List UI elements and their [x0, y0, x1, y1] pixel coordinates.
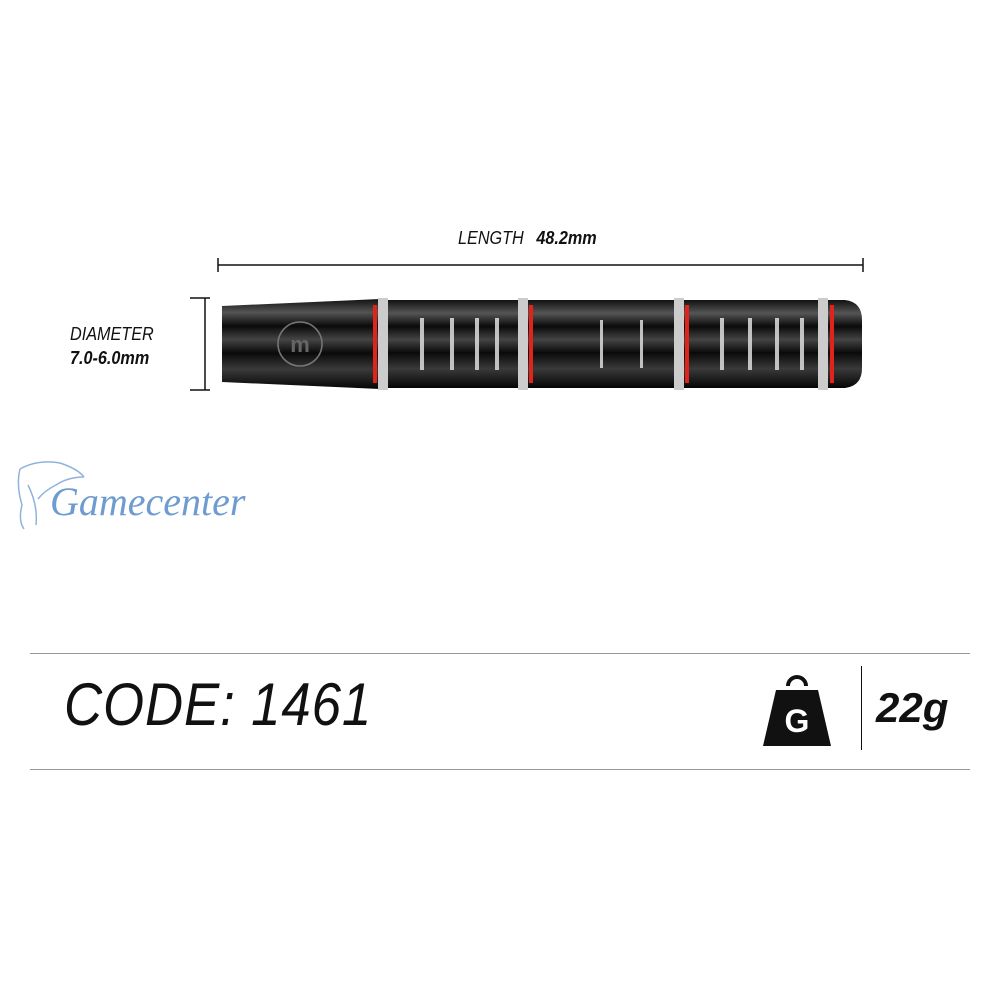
svg-text:m: m: [290, 332, 310, 357]
dart-barrel-image: m: [222, 298, 862, 390]
length-caption: LENGTH: [458, 228, 524, 248]
dolphin-logo-icon: [17, 461, 85, 530]
diameter-label: DIAMETER 7.0-6.0mm: [70, 322, 154, 370]
product-code: CODE: 1461: [64, 671, 373, 738]
length-value: 48.2mm: [536, 228, 597, 248]
diameter-value: 7.0-6.0mm: [70, 348, 150, 368]
diameter-caption: DIAMETER: [70, 324, 154, 344]
watermark-text: Gamecenter: [50, 479, 246, 524]
weight-value: 22g: [876, 684, 949, 731]
bottom-divider: [30, 769, 970, 770]
svg-text:G: G: [785, 703, 810, 739]
dimension-lines: m: [190, 258, 864, 391]
weight-separator: [861, 666, 862, 750]
top-divider: [30, 653, 970, 654]
length-label: LENGTH 48.2mm: [458, 228, 597, 249]
weight-icon: G: [763, 675, 831, 746]
